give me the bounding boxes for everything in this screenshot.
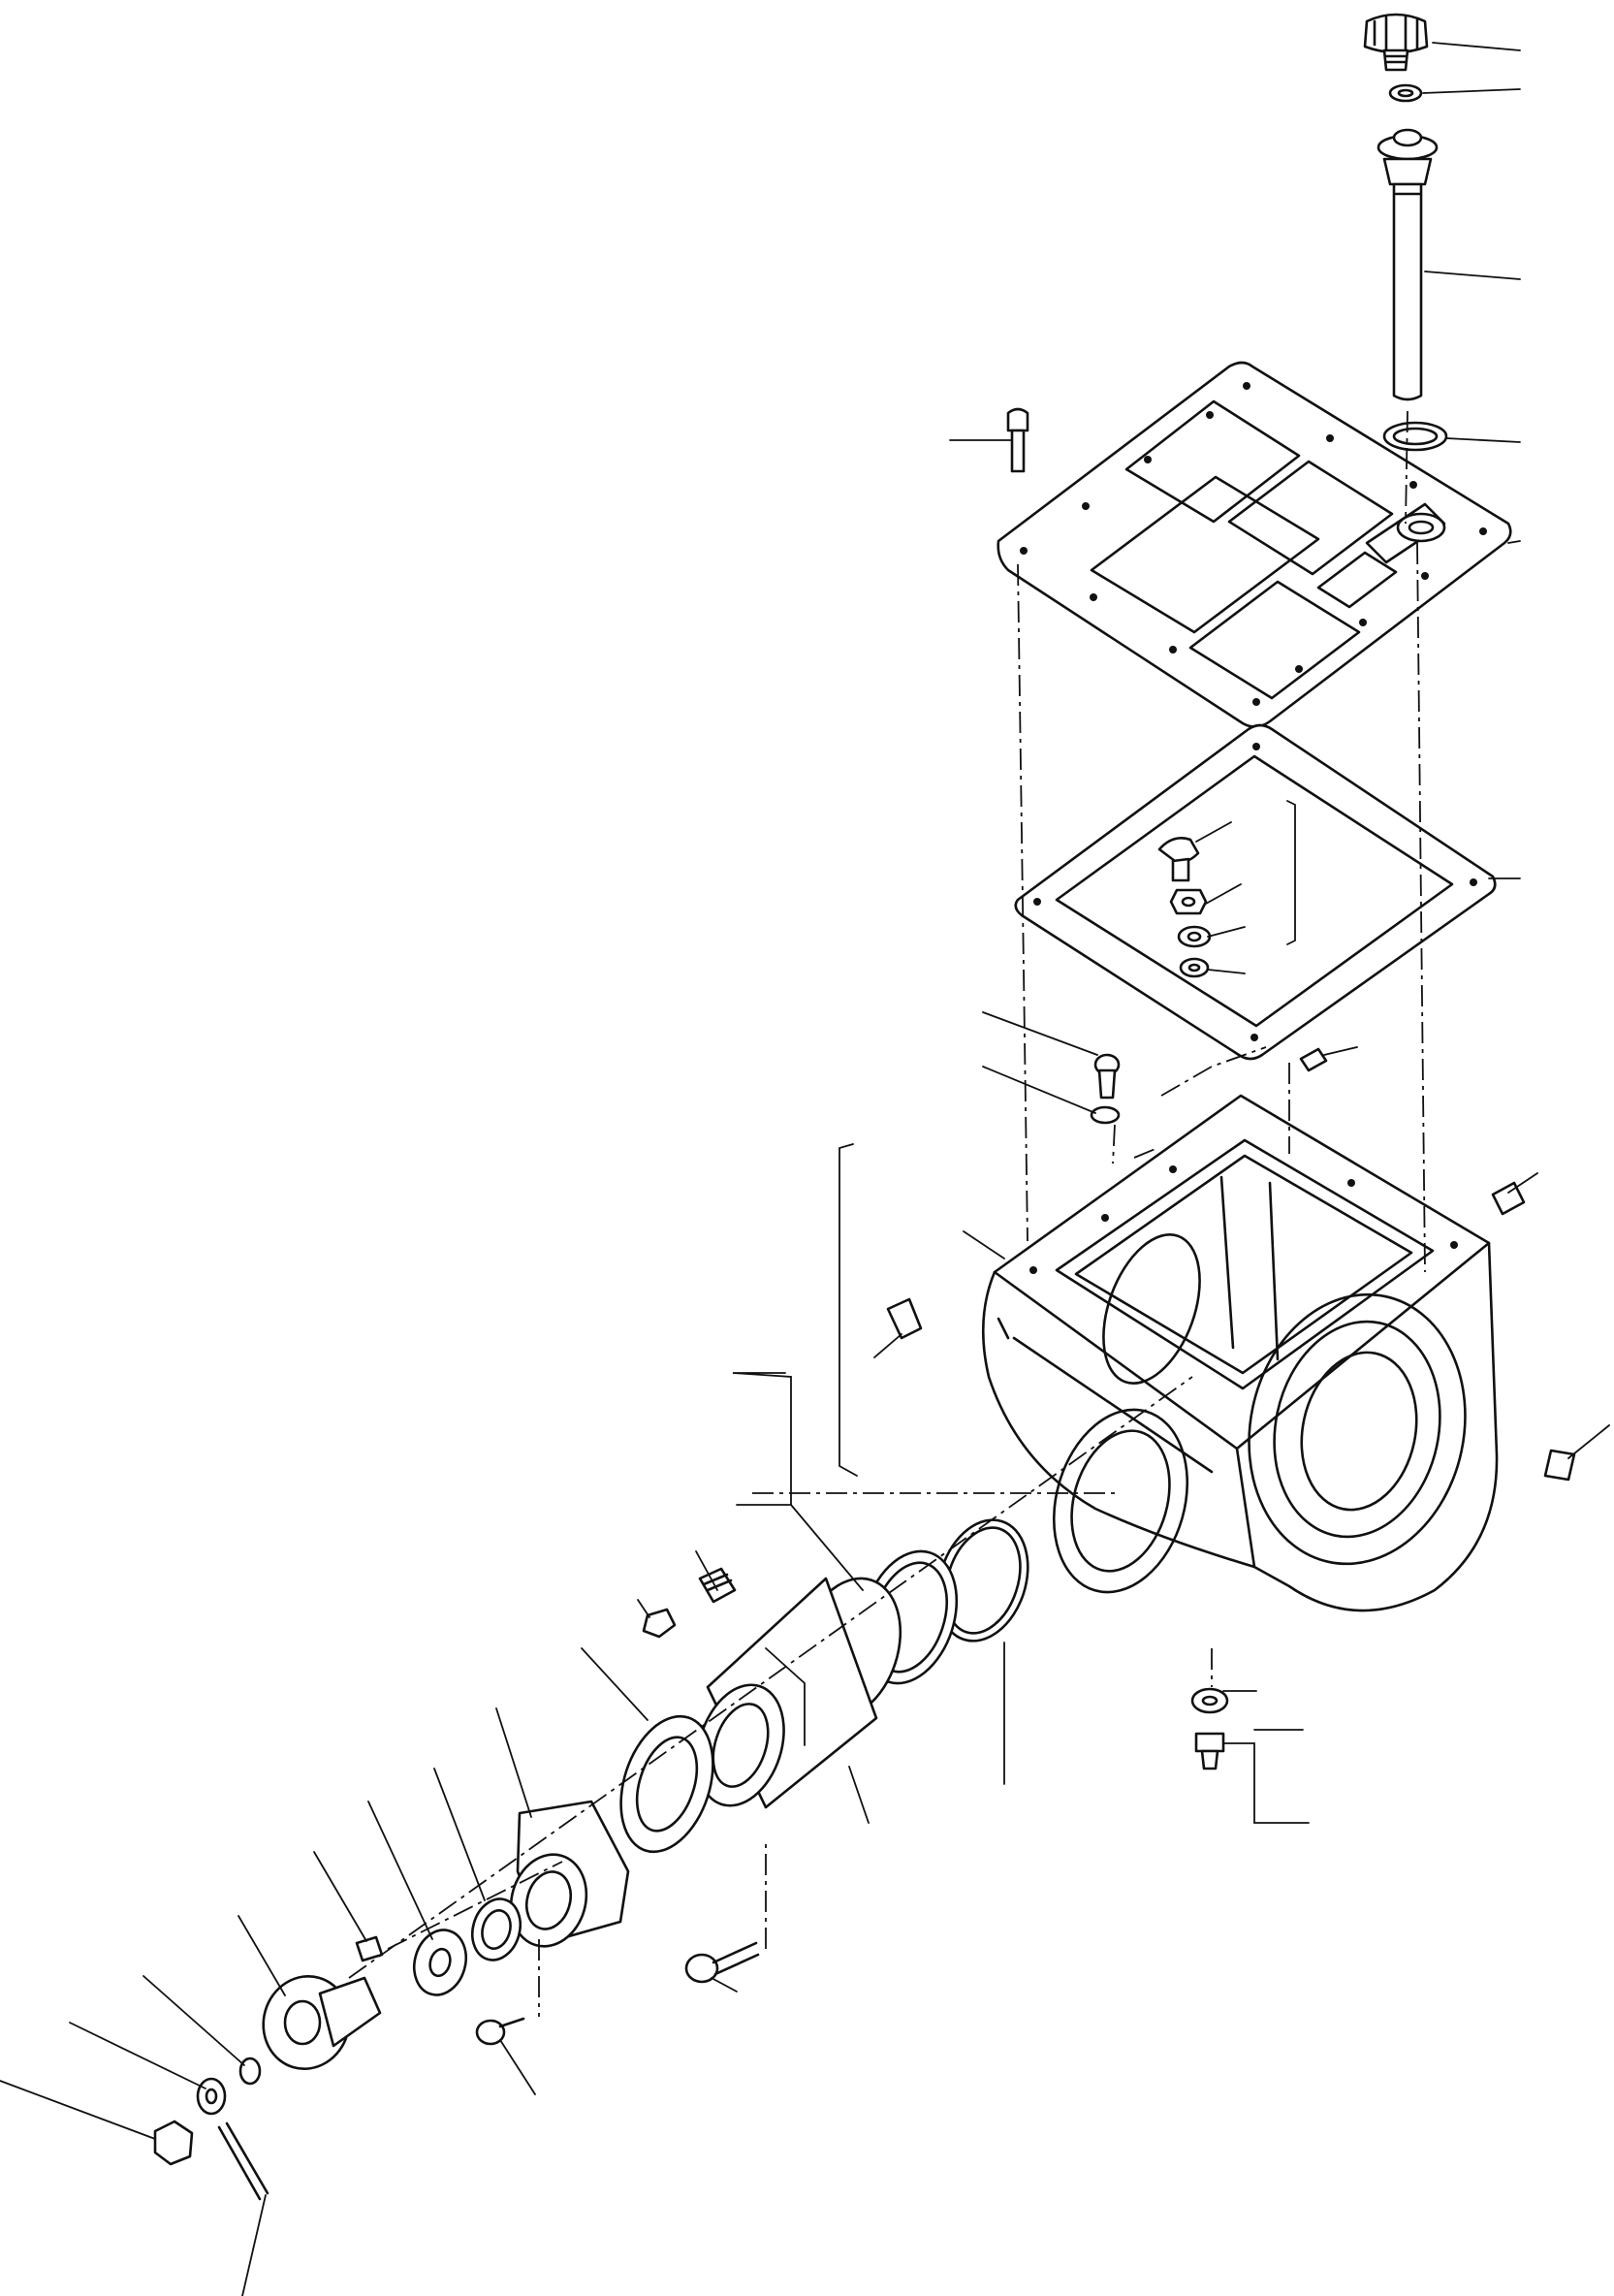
breather-washer: [1388, 83, 1423, 103]
cotter-pin: [217, 2121, 269, 2201]
bearing-cage: [696, 1577, 902, 1809]
fitting-nut: [1169, 888, 1208, 915]
flange-washer-small: [238, 2057, 262, 2086]
center-lines: [348, 410, 1426, 2017]
dipstick-tube: [1377, 128, 1439, 401]
drain-plug: [1194, 1732, 1225, 1770]
oil-seal: [471, 1897, 522, 1961]
leader-lines: [0, 42, 1610, 2296]
drain-plug-washer: [1190, 1687, 1229, 1714]
vent-plug-top: [1299, 1047, 1328, 1072]
retainer-bolt: [355, 1935, 384, 1962]
dowel-pin-left: [886, 1297, 923, 1340]
drive-flange: [262, 1974, 382, 2071]
fitting-washer-lower: [1179, 957, 1210, 978]
castle-nut: [153, 2120, 194, 2166]
elbow-fitting: [1157, 837, 1200, 882]
cover-gasket: [1014, 723, 1497, 1061]
main-housing: [981, 1094, 1499, 1612]
breather-cap: [1363, 13, 1429, 72]
cage-bolt: [684, 1941, 760, 1984]
housing-top-bolt: [1090, 1053, 1121, 1125]
retainer-lower-bolt: [475, 2017, 525, 2046]
stud-nut: [642, 1608, 677, 1639]
fitting-washer-upper: [1177, 925, 1212, 948]
flange-plate: [619, 1714, 714, 1854]
flange-washer: [196, 2077, 227, 2116]
lock-washer-plate: [413, 1929, 467, 1996]
dowel-pin-right-upper: [1491, 1181, 1526, 1216]
cover-bolt: [1006, 407, 1029, 473]
top-cover-plate: [997, 361, 1512, 728]
bolt-holes: [1020, 382, 1487, 1274]
dowel-pin-right-lower: [1543, 1449, 1576, 1482]
dipstick-o-ring: [1382, 421, 1448, 452]
stud-bolt: [698, 1567, 737, 1604]
